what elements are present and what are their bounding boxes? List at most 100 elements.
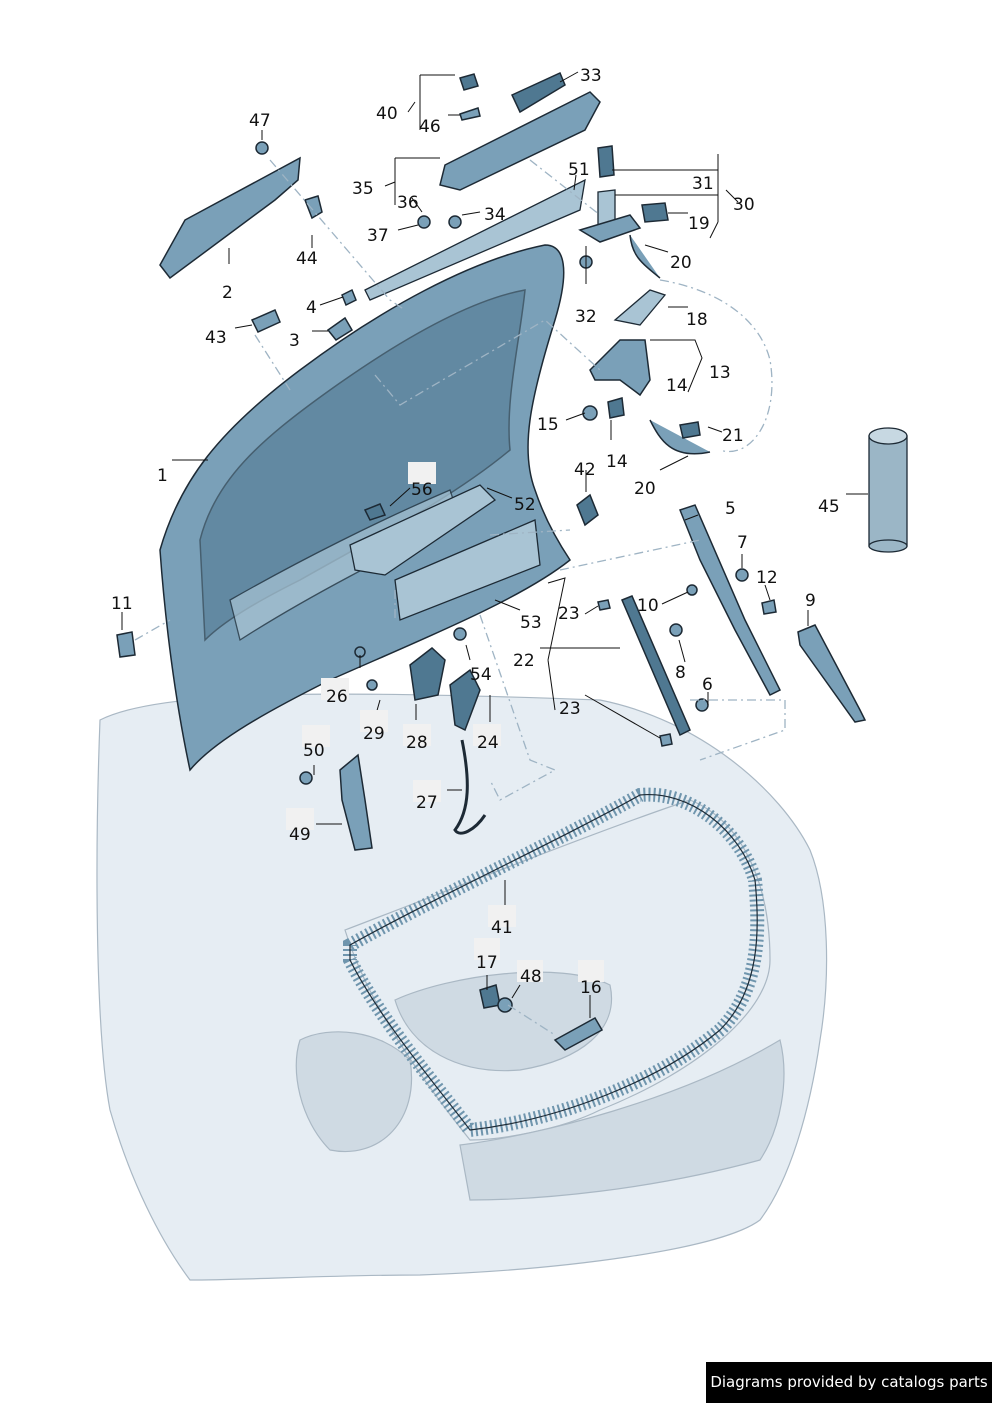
- callout-23b: 23: [559, 699, 581, 719]
- callout-labels: 1 2 3 4 5 6 7 8 9 10 11 12 13 14 14 15 1…: [111, 66, 840, 998]
- clip-21: [679, 421, 701, 439]
- callout-23a: 23: [558, 604, 580, 624]
- screw-29: [366, 679, 378, 691]
- callout-50: 50: [303, 741, 325, 761]
- callout-35: 35: [352, 179, 374, 199]
- callout-2: 2: [222, 283, 233, 303]
- callout-30: 30: [733, 195, 755, 215]
- buffer-42: [576, 493, 599, 527]
- trim-cover: [394, 519, 541, 621]
- lock-cover: [613, 289, 667, 326]
- callout-47: 47: [249, 111, 271, 131]
- callout-42: 42: [574, 460, 596, 480]
- callout-56: 56: [411, 480, 433, 500]
- callout-19: 19: [688, 214, 710, 234]
- callout-3: 3: [289, 331, 300, 351]
- callout-31: 31: [692, 174, 714, 194]
- callout-11: 11: [111, 594, 133, 614]
- bolt-36: [417, 215, 431, 229]
- callout-43: 43: [205, 328, 227, 348]
- bolt-47: [255, 141, 269, 155]
- callout-15: 15: [537, 415, 559, 435]
- callout-44: 44: [296, 249, 318, 269]
- release-cable: [453, 739, 487, 835]
- buffer-17: [479, 984, 501, 1009]
- clip-11: [116, 631, 136, 658]
- bushing-56: [363, 503, 387, 521]
- paint-can: [868, 427, 908, 553]
- callout-20a: 20: [670, 253, 692, 273]
- callout-52: 52: [514, 495, 536, 515]
- nut-7: [735, 568, 749, 582]
- callout-53: 53: [520, 613, 542, 633]
- bushing-23b: [659, 733, 673, 747]
- callout-40: 40: [376, 104, 398, 124]
- callout-5: 5: [725, 499, 736, 519]
- leader-lines: [121, 71, 868, 1018]
- bushing-23a: [597, 599, 611, 611]
- connection-lines: [134, 159, 786, 1036]
- gas-strut: [621, 595, 691, 737]
- cable-20b: [649, 419, 711, 455]
- callout-26: 26: [326, 687, 348, 707]
- callout-20b: 20: [634, 479, 656, 499]
- callout-45: 45: [818, 497, 840, 517]
- callout-16: 16: [580, 978, 602, 998]
- callout-32: 32: [575, 307, 597, 327]
- callout-18: 18: [686, 310, 708, 330]
- callout-48: 48: [520, 967, 542, 987]
- clip-12: [761, 599, 777, 615]
- callout-7: 7: [737, 533, 748, 553]
- switch: [510, 71, 566, 114]
- bolt-54: [453, 627, 467, 641]
- callout-51: 51: [568, 160, 590, 180]
- connector-40: [459, 73, 479, 91]
- pin-4: [341, 288, 357, 307]
- bolt-34: [448, 215, 462, 229]
- callout-4: 4: [306, 298, 317, 318]
- nut-15: [582, 405, 598, 421]
- callout-1: 1: [157, 466, 168, 486]
- callout-36: 36: [397, 193, 419, 213]
- nut-8: [669, 623, 683, 637]
- trunk-lid: [159, 244, 572, 772]
- callout-21: 21: [722, 426, 744, 446]
- bolt-50: [299, 771, 313, 785]
- callout-41: 41: [491, 918, 513, 938]
- callout-12: 12: [756, 568, 778, 588]
- cover-panel: [159, 156, 301, 280]
- callout-8: 8: [675, 663, 686, 683]
- cable-20: [629, 234, 661, 279]
- bulb-46: [459, 107, 481, 121]
- callout-34: 34: [484, 205, 506, 225]
- trim-bracket: [339, 753, 373, 851]
- bolt-6: [695, 698, 709, 712]
- callout-17: 17: [476, 953, 498, 973]
- hook-16: [553, 1016, 604, 1051]
- callout-24: 24: [477, 733, 499, 753]
- callout-10: 10: [637, 596, 659, 616]
- clip-44: [304, 195, 323, 220]
- actuator: [449, 668, 481, 732]
- lock-cylinder: [578, 145, 642, 243]
- callout-29: 29: [363, 724, 385, 744]
- callout-6: 6: [702, 675, 713, 695]
- callout-37: 37: [367, 226, 389, 246]
- callout-28: 28: [406, 733, 428, 753]
- callout-33: 33: [580, 66, 602, 86]
- callout-27: 27: [416, 793, 438, 813]
- callout-14a: 14: [666, 376, 688, 396]
- callout-46: 46: [419, 117, 441, 137]
- car-rear-body: [96, 693, 828, 1281]
- bracket: [349, 484, 497, 576]
- callout-13: 13: [709, 363, 731, 383]
- hinge-cover: [797, 624, 867, 723]
- hinge: [679, 504, 782, 696]
- credit-banner: Diagrams provided by catalogs parts: [706, 1362, 992, 1403]
- bolt-10: [686, 584, 698, 596]
- label-backgrounds: [286, 462, 604, 982]
- washer-48: [497, 997, 513, 1013]
- light-strip: [364, 178, 586, 301]
- callout-49: 49: [289, 825, 311, 845]
- module-19: [641, 202, 669, 223]
